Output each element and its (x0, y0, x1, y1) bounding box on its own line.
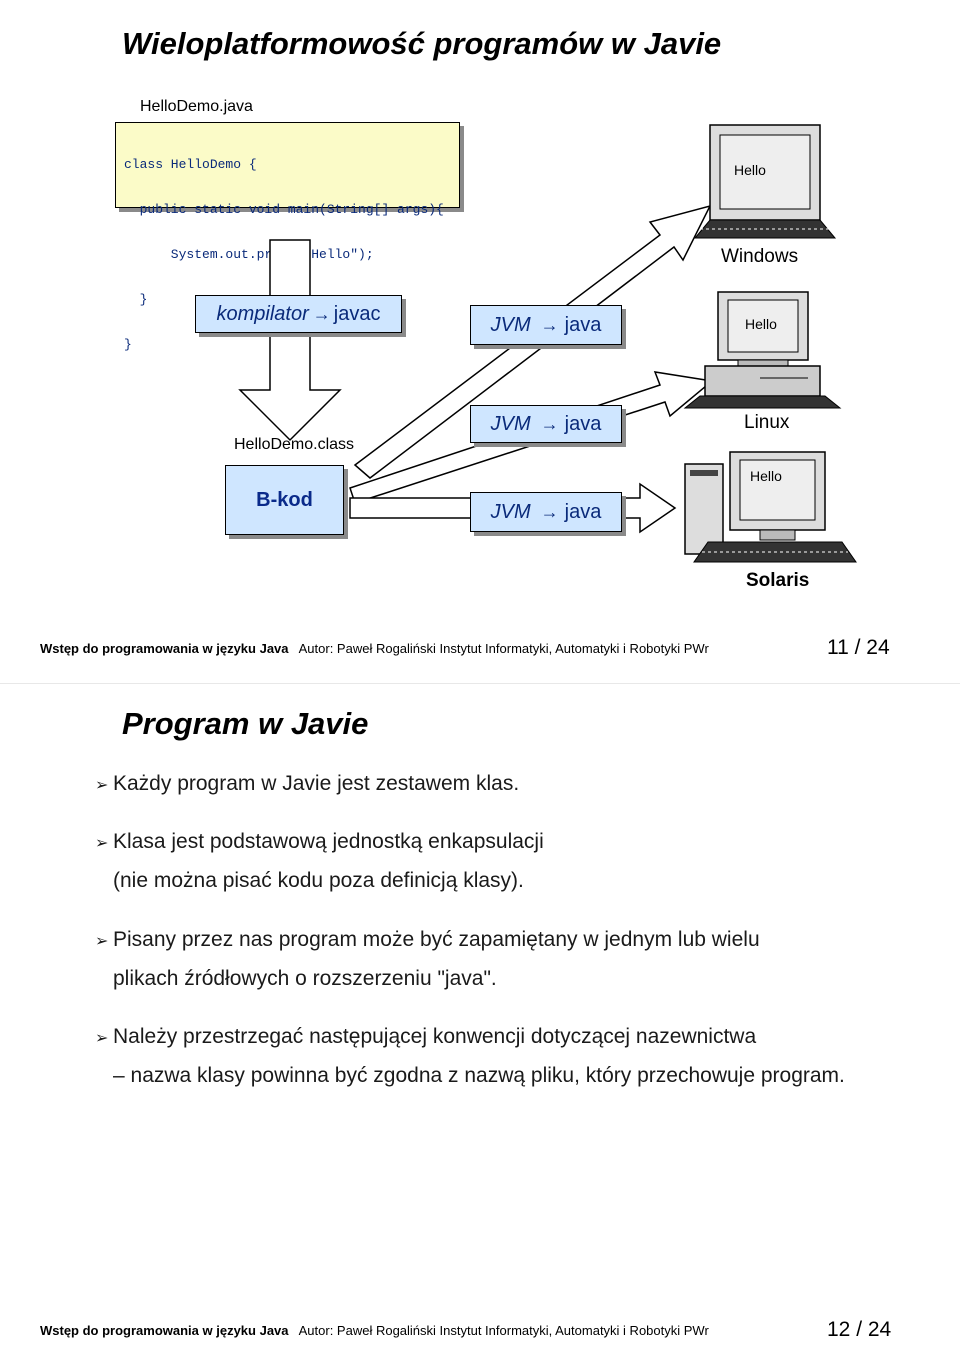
bullet-item: ➢Każdy program w Javie jest zestawem kla… (95, 765, 519, 805)
arrowhead-bullet-icon: ➢ (95, 777, 109, 794)
jvm-label: JVM (490, 500, 531, 523)
linux-label: Linux (744, 412, 790, 433)
arrowhead-bullet-icon: ➢ (95, 933, 109, 950)
solaris-label: Solaris (746, 570, 810, 591)
jvm-label: JVM (490, 412, 531, 435)
windows-label: Windows (721, 246, 799, 267)
bullet-continuation: plikach źródłowych o rozszerzeniu "java"… (113, 967, 497, 990)
bullet-text: Pisany przez nas program może być zapami… (113, 928, 760, 951)
arrow-icon: → (540, 314, 559, 335)
footer-author: Autor: Paweł Rogaliński Instytut Informa… (298, 641, 709, 656)
linux-screen-text: Hello (745, 316, 777, 332)
code-line: } (124, 337, 132, 352)
windows-computer (693, 124, 837, 239)
solaris-screen-text: Hello (750, 468, 782, 484)
bullet-item: ➢Pisany przez nas program może być zapam… (95, 921, 760, 961)
slide-divider (0, 683, 960, 684)
footer: Wstęp do programowania w języku Java Aut… (40, 641, 709, 656)
linux-computer (683, 291, 842, 409)
page-number: 11 / 24 (827, 636, 890, 659)
windows-screen-text: Hello (734, 162, 766, 178)
jvm-command: java (564, 500, 602, 523)
bullet-item: ➢Klasa jest podstawową jednostką enkapsu… (95, 823, 544, 863)
bullet-continuation: (nie można pisać kodu poza definicją kla… (113, 869, 524, 892)
slide-title: Wieloplatformowość programów w Javie (122, 26, 722, 61)
jvm-command: java (564, 313, 602, 336)
compiler-command: javac (333, 302, 381, 325)
code-line: class HelloDemo { (124, 157, 257, 172)
code-block: class HelloDemo { public static void mai… (115, 122, 460, 352)
classfile-label: HelloDemo.class (234, 436, 355, 453)
arrow-icon: → (540, 413, 559, 434)
arrow-icon: → (540, 501, 559, 522)
footer-course: Wstęp do programowania w języku Java (40, 1323, 289, 1338)
bullet-text: Każdy program w Javie jest zestawem klas… (113, 772, 520, 795)
arrowhead-bullet-icon: ➢ (95, 835, 109, 852)
footer-course: Wstęp do programowania w języku Java (40, 641, 289, 656)
jvm-box-solaris: JVM → java (470, 492, 622, 532)
bullet-item: ➢Należy przestrzegać następującej konwen… (95, 1018, 756, 1058)
arrow-icon: → (312, 303, 331, 324)
solaris-computer (684, 451, 857, 563)
jvm-box-windows: JVM → java (470, 305, 622, 345)
jvm-command: java (564, 412, 602, 435)
footer: Wstęp do programowania w języku Java Aut… (40, 1323, 709, 1338)
slide-title: Program w Javie (122, 706, 369, 741)
bullet-continuation: – nazwa klasy powinna być zgodna z nazwą… (113, 1064, 845, 1087)
bullet-text: Należy przestrzegać następującej konwenc… (113, 1025, 757, 1048)
source-filename: HelloDemo.java (140, 98, 253, 115)
bytecode-label: B-kod (256, 488, 313, 511)
compiler-label: kompilator (216, 302, 309, 325)
arrowhead-bullet-icon: ➢ (95, 1030, 109, 1047)
jvm-box-linux: JVM → java (470, 405, 622, 443)
bytecode-box: B-kod (225, 465, 344, 535)
code-line: } (124, 292, 148, 307)
compiler-box: kompilator → javac (195, 295, 402, 333)
page-number: 12 / 24 (827, 1318, 892, 1341)
jvm-label: JVM (490, 313, 531, 336)
code-line: public static void main(String[] args){ (124, 202, 444, 217)
bullet-text: Klasa jest podstawową jednostką enkapsul… (113, 830, 544, 853)
footer-author: Autor: Paweł Rogaliński Instytut Informa… (298, 1323, 709, 1338)
compile-down-arrow (238, 239, 342, 442)
